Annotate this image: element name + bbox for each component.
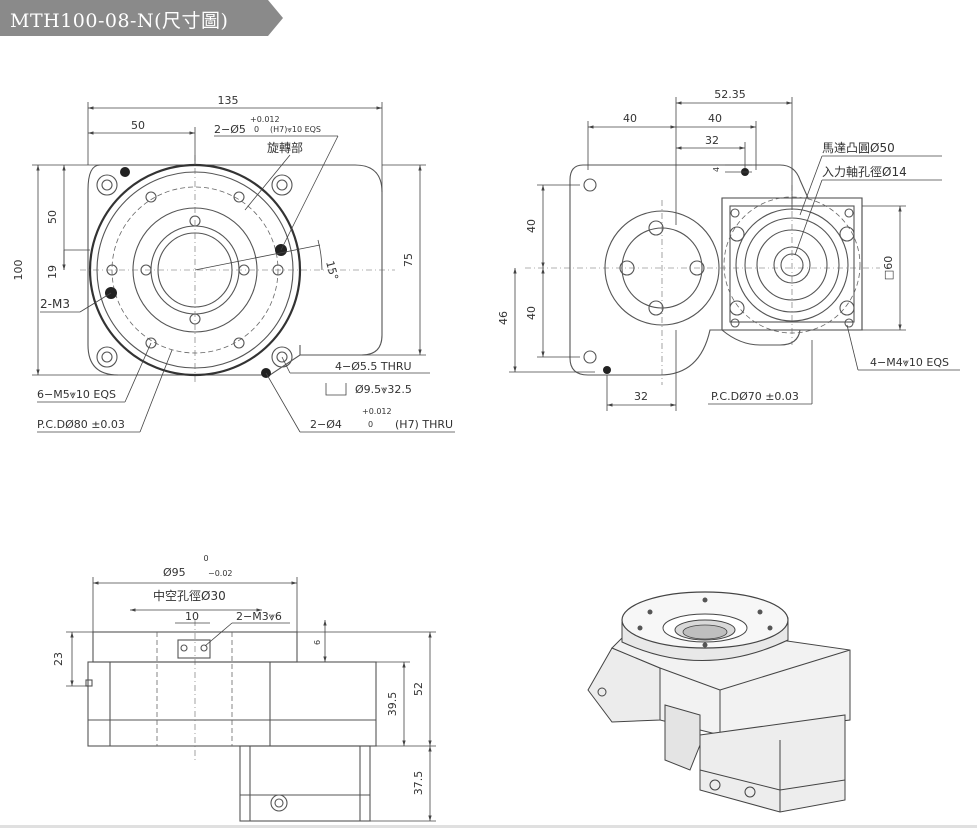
input-shaft-label: 入力軸孔徑Ø14 — [822, 165, 907, 179]
dim-37-5: 37.5 — [412, 771, 425, 796]
dim-40-h: 40 — [623, 112, 637, 125]
counterbore-label: Ø9.5⩔32.5 — [355, 383, 412, 396]
pin4-tol-upper: +0.012 — [362, 407, 392, 416]
pin4-tol-lower: 0 — [368, 420, 373, 429]
bottom-divider — [0, 825, 977, 828]
pcd80-label: P.C.DØ80 ±0.03 — [37, 418, 125, 431]
isometric-render — [587, 591, 851, 813]
pin-hole-tol-upper: +0.012 — [250, 115, 280, 124]
dim-135: 135 — [218, 94, 239, 107]
dim-39-5: 39.5 — [386, 692, 399, 717]
dim-50: 50 — [131, 119, 145, 132]
dim-23: 23 — [52, 652, 65, 666]
hollow-label: 中空孔徑Ø30 — [153, 588, 226, 603]
right-view: 52.35 40 40 32 4 馬達凸圓Ø50 入力軸孔徑Ø14 40 40 … — [497, 88, 960, 411]
dim-32-bottom: 32 — [634, 390, 648, 403]
dim-75: 75 — [402, 253, 415, 267]
m4-label: 4−M4⩔10 EQS — [870, 356, 949, 369]
pin-hole-label: 2−Ø5 — [214, 123, 246, 136]
m3-label: 2-M3 — [40, 297, 70, 311]
dim-40-v1: 40 — [525, 219, 538, 233]
page-title: MTH100-08-N(尺寸圖) — [10, 10, 229, 32]
side-view: 0 Ø95 −0.02 中空孔徑Ø30 10 2−M3⩔6 6 23 39.5 … — [52, 554, 436, 822]
thru-hole-label: 4−Ø5.5 THRU — [335, 360, 412, 373]
m5-label: 6−M5⩔10 EQS — [37, 388, 116, 401]
pin4-spec: (H7) THRU — [395, 418, 453, 431]
dim-4: 4 — [712, 167, 721, 172]
pin4-label: 2−Ø4 — [310, 418, 342, 431]
pin-hole-tol-lower: 0 — [254, 125, 259, 134]
dim-50-vertical: 50 — [46, 210, 59, 224]
dim-19: 19 — [46, 265, 59, 279]
dim-6: 6 — [313, 640, 322, 645]
title-tab — [0, 0, 283, 36]
top-view: 135 50 2−Ø5 +0.012 0 (H7)⩔10 EQS 旋轉部 100… — [12, 94, 455, 433]
dia95-tol-upper: 0 — [203, 554, 208, 563]
m3-depth: 2−M3⩔6 — [236, 610, 282, 623]
dim-100: 100 — [12, 260, 25, 281]
dia95-tol-lower: −0.02 — [208, 569, 233, 578]
pin-hole-spec: (H7)⩔10 EQS — [270, 125, 321, 134]
dim-10: 10 — [185, 610, 199, 623]
dim-52: 52 — [412, 682, 425, 696]
pcd70-label: P.C.DØ70 ±0.03 — [711, 390, 799, 403]
square-60: □60 — [882, 256, 895, 280]
dia95-label: Ø95 — [163, 566, 186, 579]
dim-52-35: 52.35 — [714, 88, 746, 101]
rotating-part-label: 旋轉部 — [267, 140, 303, 155]
dim-46: 46 — [497, 311, 510, 325]
dim-32-top: 32 — [705, 134, 719, 147]
dim-40-v2: 40 — [525, 306, 538, 320]
dim-40-h2: 40 — [708, 112, 722, 125]
motor-boss-label: 馬達凸圓Ø50 — [822, 141, 895, 155]
angle-15: 15° — [323, 259, 341, 281]
